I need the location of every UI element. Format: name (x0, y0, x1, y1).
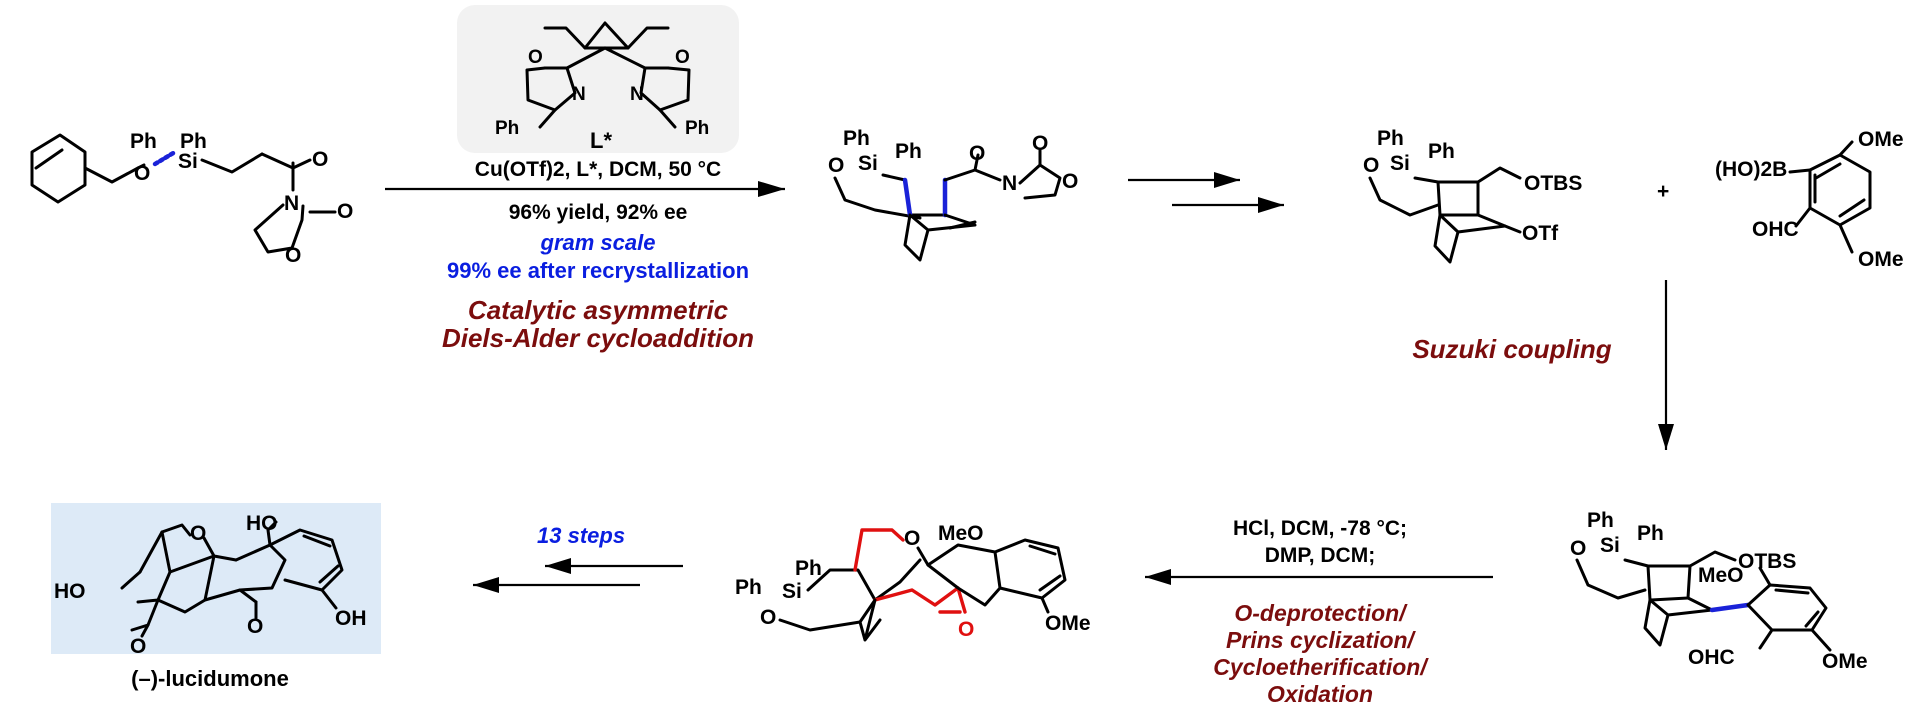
luc-o-acetyl: O (130, 635, 146, 658)
vt-otbs: OTBS (1524, 172, 1582, 195)
sm-o-3: O (285, 244, 301, 267)
sm-o-2: O (337, 200, 353, 223)
da-n: N (1002, 172, 1017, 195)
sm-si: Si (178, 150, 198, 173)
vt-ph-1: Ph (1377, 127, 1404, 150)
cp-o-ketone: O (958, 618, 974, 641)
step1-yield: 96% yield, 92% ee (509, 201, 688, 224)
suzuki-product: Ph Ph Si O OTBS MeO OHC OMe (1570, 509, 1868, 673)
sm-ph-2: Ph (180, 130, 207, 153)
sp-ome: OMe (1822, 650, 1868, 673)
ligand-ph-right: Ph (685, 118, 709, 139)
boronic-acid: OMe (HO)2B OHC OMe (1715, 128, 1904, 271)
sp-otbs: OTBS (1738, 550, 1796, 573)
sp-ohc: OHC (1688, 646, 1735, 669)
step1-name-line2: Diels-Alder cycloaddition (442, 323, 754, 353)
arrowhead-cascade (1145, 569, 1171, 585)
ligand-label: L* (590, 128, 612, 153)
sm-o: O (134, 162, 150, 185)
step1-name-line1: Catalytic asymmetric (468, 295, 729, 325)
arrowhead-diels-alder (758, 181, 785, 197)
cp-ph-1: Ph (795, 557, 822, 580)
vt-o: O (1363, 154, 1379, 177)
ligand-ph-left: Ph (495, 118, 519, 139)
vt-ph-2: Ph (1428, 140, 1455, 163)
diels-alder-adduct: Ph Ph Si O O N O O (828, 127, 1078, 262)
ligand-box (457, 5, 739, 153)
vinyl-triflate: Ph Ph Si O OTBS OTf (1363, 127, 1582, 264)
cascade-reagents-2: DMP, DCM; (1265, 544, 1375, 567)
arrowhead-step-a (1214, 172, 1240, 188)
sp-meo: MeO (1698, 564, 1744, 587)
da-o-2: O (1032, 132, 1048, 155)
cascade-name-2: Prins cyclization/ (1226, 627, 1417, 653)
luc-o-ether: O (190, 522, 206, 545)
ligand-structure: O N N O Ph Ph L* (495, 21, 709, 153)
arrowhead-suzuki (1658, 424, 1674, 450)
cascade-name-3: Cycloetherification/ (1213, 654, 1429, 680)
sm-o-carbonyl: O (312, 148, 328, 171)
cascade-name-4: Oxidation (1267, 681, 1373, 707)
cp-ph-2: Ph (735, 576, 762, 599)
da-o: O (828, 154, 844, 177)
step1-recryst: 99% ee after recrystallization (447, 258, 749, 283)
ba-boronic: (HO)2B (1715, 158, 1787, 181)
vt-si: Si (1390, 152, 1410, 175)
vt-otf: OTf (1522, 222, 1559, 245)
cp-o-ether: O (904, 527, 920, 550)
luc-ho-1: HO (54, 580, 86, 603)
final-steps-label: 13 steps (537, 523, 625, 548)
da-o-3: O (1062, 170, 1078, 193)
sp-ph-2: Ph (1637, 522, 1664, 545)
step1-reagents: Cu(OTf)2, L*, DCM, 50 °C (475, 158, 721, 181)
step1-scale: gram scale (540, 230, 656, 255)
cp-ome: OMe (1045, 612, 1091, 635)
cp-meo: MeO (938, 522, 984, 545)
cp-si: Si (782, 580, 802, 603)
starting-material: O Ph Ph Si O N O O (30, 130, 353, 267)
arrowhead-final-b (473, 577, 499, 593)
ba-ome-top: OMe (1858, 128, 1904, 151)
sp-o: O (1570, 537, 1586, 560)
product-name: (–)-lucidumone (131, 666, 289, 691)
ligand-o-right: O (675, 47, 690, 68)
da-ph-1: Ph (843, 127, 870, 150)
suzuki-label: Suzuki coupling (1412, 334, 1611, 364)
luc-o-ketone: O (247, 615, 263, 638)
sm-ph-1: Ph (130, 130, 157, 153)
cascade-product: Ph Ph Si O O O MeO OMe (735, 522, 1091, 642)
luc-ho-2: HO (246, 512, 278, 535)
cascade-name-1: O-deprotection/ (1234, 600, 1408, 626)
da-o-carbonyl: O (969, 142, 985, 165)
da-ph-2: Ph (895, 140, 922, 163)
ligand-n-left: N (572, 84, 586, 105)
sp-ph-1: Ph (1587, 509, 1614, 532)
ligand-n-right: N (630, 84, 644, 105)
da-si: Si (858, 152, 878, 175)
luc-oh: OH (335, 607, 367, 630)
arrowhead-final-a (545, 558, 571, 574)
ligand-o-left: O (528, 47, 543, 68)
ba-ome-bottom: OMe (1858, 248, 1904, 271)
sm-n: N (284, 192, 299, 215)
plus-sign: + (1657, 180, 1669, 203)
cp-o: O (760, 606, 776, 629)
cascade-reagents-1: HCl, DCM, -78 °C; (1233, 517, 1407, 540)
arrowhead-step-b (1258, 197, 1284, 213)
ba-ohc: OHC (1752, 218, 1799, 241)
sp-si: Si (1600, 534, 1620, 557)
lucidumone-structure: O HO O O HO OH (54, 512, 367, 658)
